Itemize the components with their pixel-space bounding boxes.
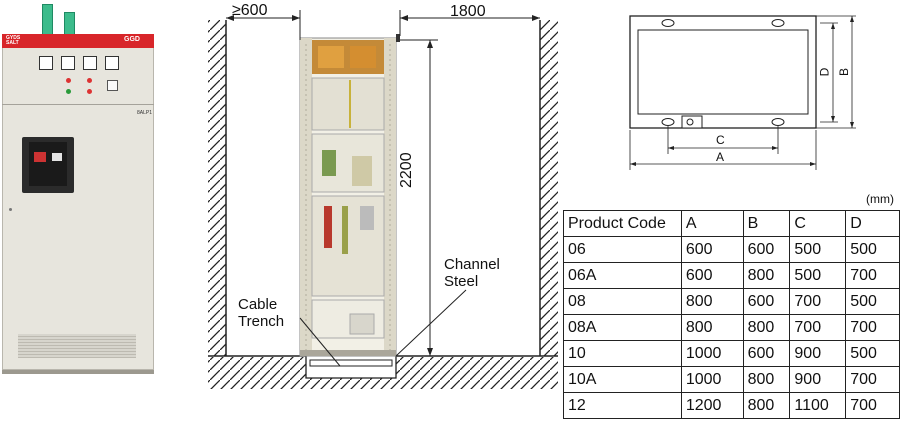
cell-b: 600 (742, 236, 791, 263)
cell-b: 800 (742, 314, 791, 341)
header-d: D (845, 210, 900, 237)
header-a: A (680, 210, 744, 237)
installation-section-drawing: ≥600 1800 2200 Channel Steel Cable Trenc… (200, 0, 570, 432)
table-unit: (mm) (866, 192, 894, 206)
table-row: 06 600 600 500 500 (563, 236, 900, 263)
door-split-line (2, 104, 154, 105)
nameplate: 8ALP1 (137, 110, 153, 116)
front-clearance-label: ≥600 (232, 2, 268, 19)
meter-3 (83, 56, 97, 70)
header-product-code: Product Code (563, 210, 682, 237)
cell-code: 10 (563, 340, 682, 367)
table-header-row: Product Code A B C D (563, 210, 900, 237)
cabinet-body (2, 34, 154, 370)
dim-a-label: A (716, 150, 725, 164)
base-plan-drawing: C A D B (620, 0, 900, 180)
cable-trench-leader (299, 317, 341, 367)
door-lock (9, 208, 12, 211)
cabinet-model-badge: GGD (124, 36, 140, 43)
meter-2 (61, 56, 75, 70)
cabinet-logo: GYDS SALT (6, 35, 21, 46)
cell-c: 900 (789, 340, 847, 367)
busbar-left (42, 4, 53, 38)
indicator-lamp-red (66, 78, 71, 83)
cell-code: 12 (563, 392, 682, 419)
dimension-rear-clearance (399, 10, 540, 36)
meter-1 (39, 56, 53, 70)
cell-a: 1200 (680, 392, 744, 419)
cell-a: 600 (680, 236, 744, 263)
cell-a: 600 (680, 262, 744, 289)
meter-4 (105, 56, 119, 70)
table-row: 12 1200 800 1100 700 (563, 392, 900, 419)
switch-box (107, 80, 118, 91)
cell-d: 500 (845, 340, 900, 367)
indicator-lamp-red (87, 89, 92, 94)
cable-trench-label-line2: Trench (238, 313, 285, 330)
cell-b: 800 (742, 262, 791, 289)
cell-d: 500 (845, 288, 900, 315)
header-b: B (742, 210, 791, 237)
channel-steel-label-line1: Channel (444, 256, 500, 273)
dim-b-label: B (837, 67, 852, 77)
dim-c-label: C (716, 133, 725, 147)
cell-code: 06A (563, 262, 682, 289)
cell-code: 06 (563, 236, 682, 263)
cell-d: 700 (845, 366, 900, 393)
breaker-knob (34, 152, 46, 162)
rear-clearance-label: 1800 (450, 3, 486, 20)
breaker-window (52, 153, 62, 161)
cell-a: 800 (680, 288, 744, 315)
cell-code: 08A (563, 314, 682, 341)
header-c: C (789, 210, 847, 237)
cell-d: 700 (845, 314, 900, 341)
dimension-height (400, 39, 438, 357)
cell-b: 800 (742, 392, 791, 419)
cell-c: 700 (789, 288, 847, 315)
cabinet-frame (299, 34, 400, 357)
channel-steel-label-line2: Steel (444, 273, 479, 290)
cell-d: 700 (845, 392, 900, 419)
cell-d: 700 (845, 262, 900, 289)
table-row: 10 1000 600 900 500 (563, 340, 900, 367)
dimension-table: Product Code A B C D 06 600 600 500 500 … (563, 210, 900, 419)
cell-c: 500 (789, 262, 847, 289)
cabinet-photo: GYDS SALT GGD 8ALP1 (0, 0, 160, 432)
table-row: 08A 800 800 700 700 (563, 314, 900, 341)
table-row: 06A 600 800 500 700 (563, 262, 900, 289)
dim-d-label: D (817, 67, 832, 77)
cell-code: 08 (563, 288, 682, 315)
cabinet-top-strip (2, 34, 154, 48)
dimension-front-clearance (226, 10, 301, 40)
height-label: 2200 (398, 152, 415, 188)
indicator-lamp-red (87, 78, 92, 83)
dimension-table-grid: Product Code A B C D 06 600 600 500 500 … (563, 210, 900, 419)
cell-b: 600 (742, 340, 791, 367)
cell-a: 800 (680, 314, 744, 341)
table-row: 10A 1000 800 900 700 (563, 366, 900, 393)
cell-a: 1000 (680, 340, 744, 367)
cell-a: 1000 (680, 366, 744, 393)
cell-c: 700 (789, 314, 847, 341)
cell-d: 500 (845, 236, 900, 263)
cell-c: 1100 (789, 392, 847, 419)
cable-trench-label-line1: Cable (238, 296, 278, 313)
plan-svg (629, 15, 856, 170)
section-svg (208, 10, 558, 389)
vent-grille (18, 334, 136, 358)
right-wall (539, 20, 558, 356)
cell-b: 800 (742, 366, 791, 393)
cell-b: 600 (742, 288, 791, 315)
cabinet-base (2, 370, 154, 374)
floor (208, 355, 558, 389)
breaker-panel (29, 142, 67, 186)
cell-c: 900 (789, 366, 847, 393)
indicator-lamp-green (66, 89, 71, 94)
channel-steel-leader (395, 289, 467, 357)
cell-c: 500 (789, 236, 847, 263)
table-row: 08 800 600 700 500 (563, 288, 900, 315)
cell-code: 10A (563, 366, 682, 393)
left-wall (208, 20, 227, 356)
